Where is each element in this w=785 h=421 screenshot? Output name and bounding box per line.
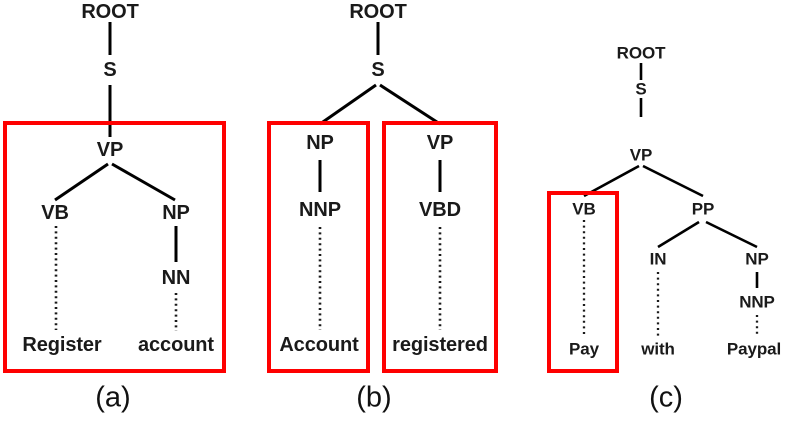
- leaf-c-with: with: [641, 339, 675, 359]
- caption-c: (c): [649, 381, 683, 414]
- node-c-nnp: NNP: [739, 292, 775, 312]
- node-c-vb: VB: [572, 199, 596, 219]
- node-b-vbd: VBD: [419, 199, 461, 221]
- leaf-c-pay: Pay: [569, 339, 599, 359]
- node-c-s: S: [635, 79, 647, 99]
- node-a-s: S: [103, 59, 117, 81]
- node-a-np: NP: [162, 202, 190, 224]
- node-c-vp: VP: [629, 145, 653, 165]
- highlight-box-a-vp: [3, 121, 226, 373]
- node-c-np: NP: [745, 249, 769, 269]
- caption-a: (a): [95, 381, 131, 414]
- edge-b-s-np: [319, 83, 377, 126]
- highlight-box-b-np: [267, 121, 370, 373]
- node-a-nn: NN: [161, 267, 191, 289]
- node-c-root: ROOT: [616, 43, 666, 63]
- highlight-box-c-vb: [547, 191, 619, 373]
- leaf-a-account: account: [138, 334, 214, 356]
- node-b-root: ROOT: [349, 1, 407, 23]
- edge-b-s-vp: [379, 83, 441, 126]
- edge-c-vp-pp: [642, 164, 704, 198]
- leaf-b-account: Account: [279, 334, 359, 356]
- node-c-pp: PP: [691, 199, 715, 219]
- node-a-root: ROOT: [81, 1, 139, 23]
- node-b-nnp: NNP: [299, 199, 341, 221]
- node-a-vp: VP: [96, 139, 124, 161]
- node-c-in: IN: [649, 249, 667, 269]
- highlight-box-b-vp: [382, 121, 498, 373]
- node-b-np: NP: [306, 132, 334, 154]
- edge-c-pp-in: [657, 220, 700, 249]
- node-b-vp: VP: [426, 132, 454, 154]
- leaf-c-paypal: Paypal: [726, 339, 782, 359]
- node-a-vb: VB: [41, 202, 69, 224]
- caption-b: (b): [356, 381, 392, 414]
- leaf-b-registered: registered: [392, 334, 488, 356]
- node-b-s: S: [371, 59, 385, 81]
- edge-c-pp-np: [705, 220, 758, 249]
- leaf-a-register: Register: [22, 334, 102, 356]
